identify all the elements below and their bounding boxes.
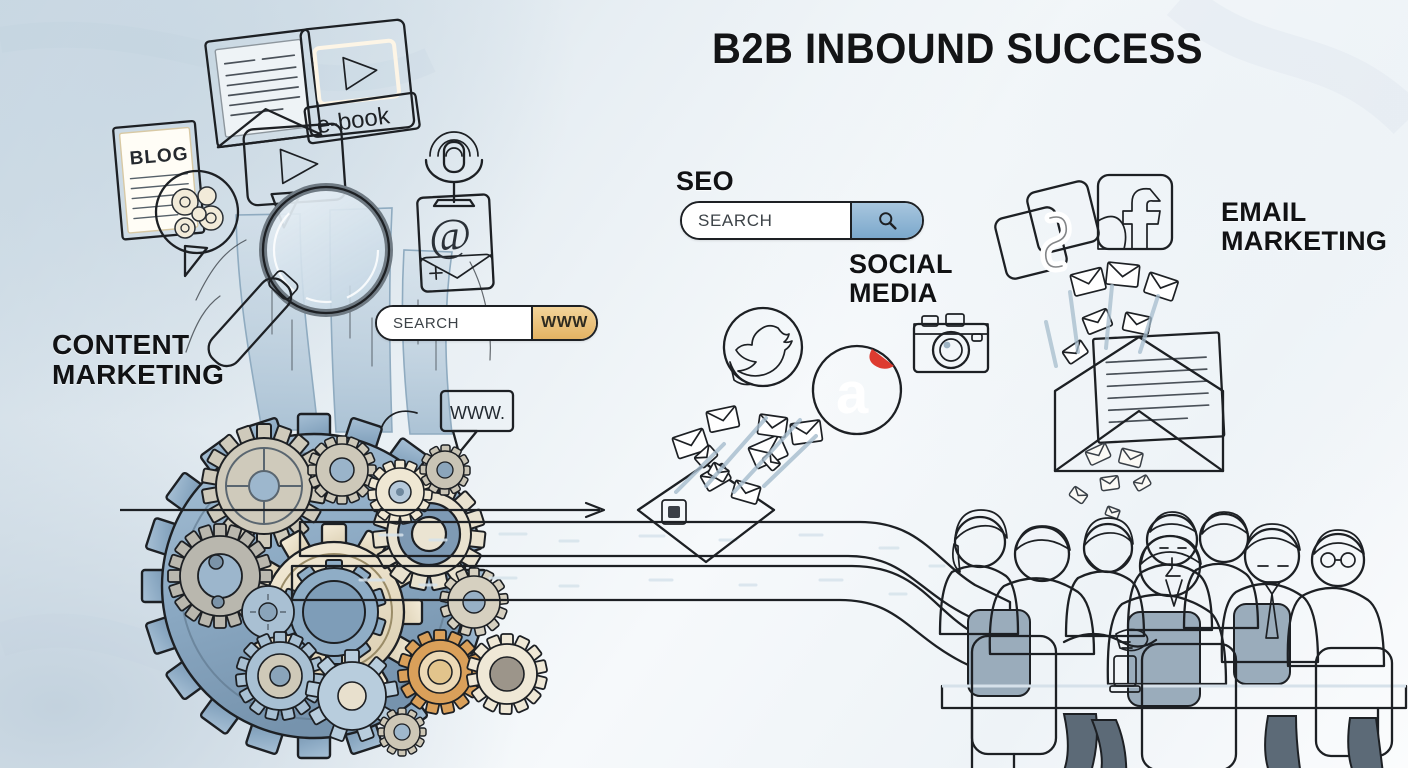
person-3 <box>1064 517 1146 638</box>
legs-and-shoes <box>1062 713 1384 768</box>
email-at-card-icon: @ <box>416 193 495 293</box>
magnifier-icon <box>207 183 393 368</box>
person-1 <box>938 509 1020 636</box>
gears-speech-bubble-icon <box>154 169 240 278</box>
gear-bottom-mid <box>304 649 400 743</box>
camera-icon <box>912 313 990 374</box>
falling-envelopes <box>1068 442 1152 520</box>
handshake <box>1062 628 1158 652</box>
label-email-marketing: EMAIL MARKETING <box>1221 197 1388 256</box>
article-card-icon <box>204 28 323 149</box>
gear-left-cluster <box>167 523 295 639</box>
person-7 <box>1220 523 1320 664</box>
adobe-a-icon: a <box>811 344 903 436</box>
www-speech-bubble: WWW. <box>380 389 515 455</box>
seo-search-bar[interactable]: SEARCH <box>680 201 924 240</box>
svg-text:@: @ <box>428 208 473 261</box>
label-social-media: SOCIAL MEDIA <box>849 249 953 308</box>
flying-envelopes-email <box>1044 261 1179 368</box>
twitter-bird-icon <box>722 306 804 388</box>
page-title: B2B INBOUND SUCCESS <box>712 25 1204 73</box>
gear-bottom-orange <box>396 629 484 716</box>
open-envelope-with-letter-icon <box>1053 331 1226 473</box>
www-search-bar[interactable]: SEARCH WWW <box>375 305 598 341</box>
www-search-input[interactable]: SEARCH <box>377 307 531 339</box>
slideshare-icon <box>994 180 1100 280</box>
business-meeting-illustration <box>938 509 1408 768</box>
gear-top-small-3 <box>419 444 471 496</box>
label-content-marketing: CONTENT MARKETING <box>52 329 225 390</box>
gear-bottom-blue <box>234 631 326 722</box>
gear-mid-right-small <box>438 567 510 638</box>
svg-text:BLOG: BLOG <box>129 144 189 170</box>
seo-search-button[interactable] <box>850 203 922 238</box>
flow-arrow-right <box>120 501 606 519</box>
person-2 <box>988 525 1096 656</box>
www-button[interactable]: WWW <box>531 307 596 339</box>
seo-search-input[interactable]: SEARCH <box>682 203 850 238</box>
flying-envelopes-center <box>671 405 824 505</box>
person-4 <box>1126 511 1214 632</box>
meeting-people <box>938 509 1386 686</box>
facebook-icon <box>1096 173 1174 251</box>
table-mug <box>1109 655 1141 693</box>
magnifier-icon <box>878 212 897 230</box>
svg-text:a: a <box>836 361 869 426</box>
gear-tiny-bottom <box>377 707 427 757</box>
gear-top-small-1 <box>307 435 377 505</box>
gears-engine-illustration <box>140 412 549 760</box>
svg-text:WWW.: WWW. <box>450 403 505 423</box>
gear-bottom-gray <box>465 633 549 716</box>
person-8 <box>1286 529 1386 668</box>
gear-top-small-2 <box>366 459 434 526</box>
podcast-microphone-icon <box>424 131 484 208</box>
label-seo: SEO <box>676 166 734 196</box>
